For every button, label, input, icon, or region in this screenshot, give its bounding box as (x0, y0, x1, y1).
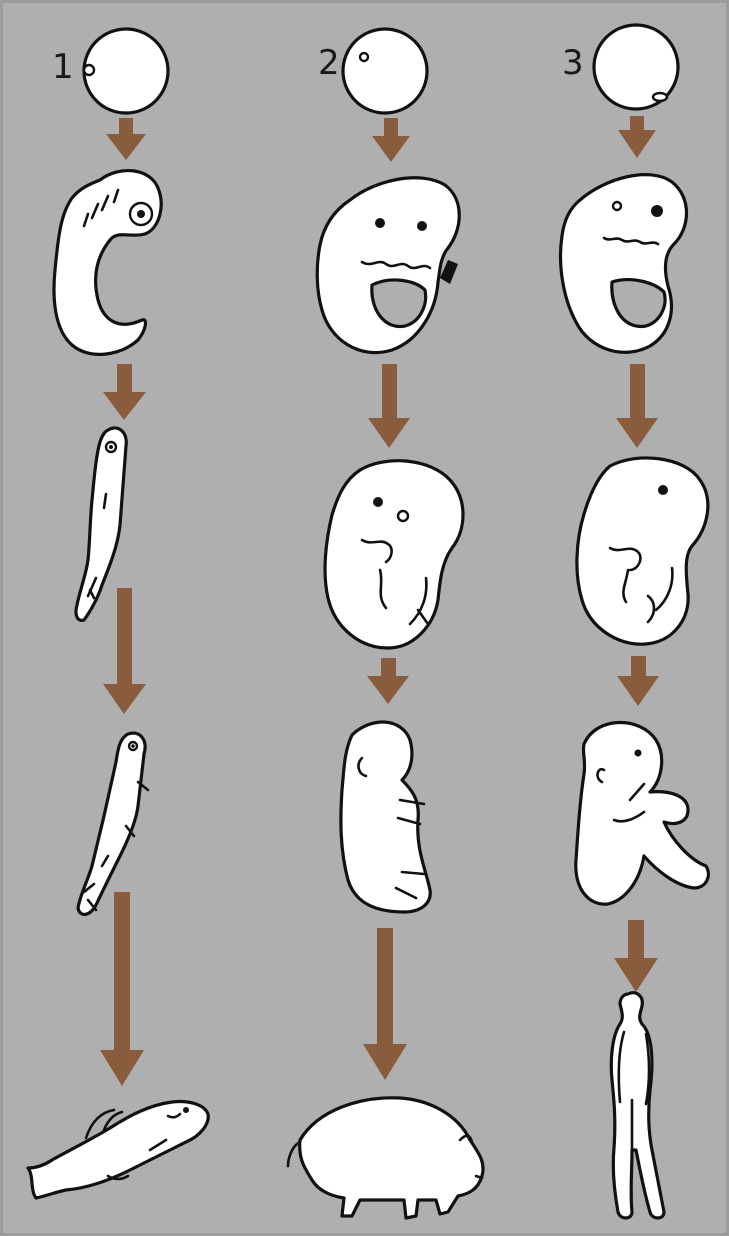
arrow-1-3 (103, 588, 146, 714)
late-embryo-2 (341, 722, 430, 912)
mid-embryo-3 (577, 458, 708, 644)
adult-human (611, 993, 664, 1218)
adult-fish (28, 1102, 208, 1199)
arrow-1-2 (103, 364, 146, 420)
arrow-3-4 (614, 920, 658, 992)
arrow-2-3 (367, 658, 409, 704)
early-embryo-2 (317, 178, 459, 353)
column-1-fish (28, 29, 208, 1198)
mid-embryo-2 (325, 461, 463, 648)
late-embryo-3 (576, 722, 709, 904)
fry-1 (78, 733, 148, 914)
column-3-human (561, 25, 709, 1218)
early-embryo-1 (54, 171, 161, 355)
arrow-2-2 (368, 364, 410, 448)
arrow-3-2 (616, 364, 658, 448)
arrow-3-1 (618, 116, 656, 158)
egg-2 (343, 29, 427, 113)
column-2-pig (288, 29, 483, 1218)
egg-3 (594, 25, 678, 109)
arrow-1-1 (106, 118, 146, 160)
egg-1 (84, 29, 168, 113)
arrow-2-1 (372, 118, 410, 162)
arrow-3-3 (617, 656, 659, 706)
adult-pig (288, 1098, 483, 1218)
arrow-1-4 (100, 892, 144, 1086)
arrow-2-4 (363, 928, 407, 1080)
early-embryo-3 (561, 175, 687, 353)
